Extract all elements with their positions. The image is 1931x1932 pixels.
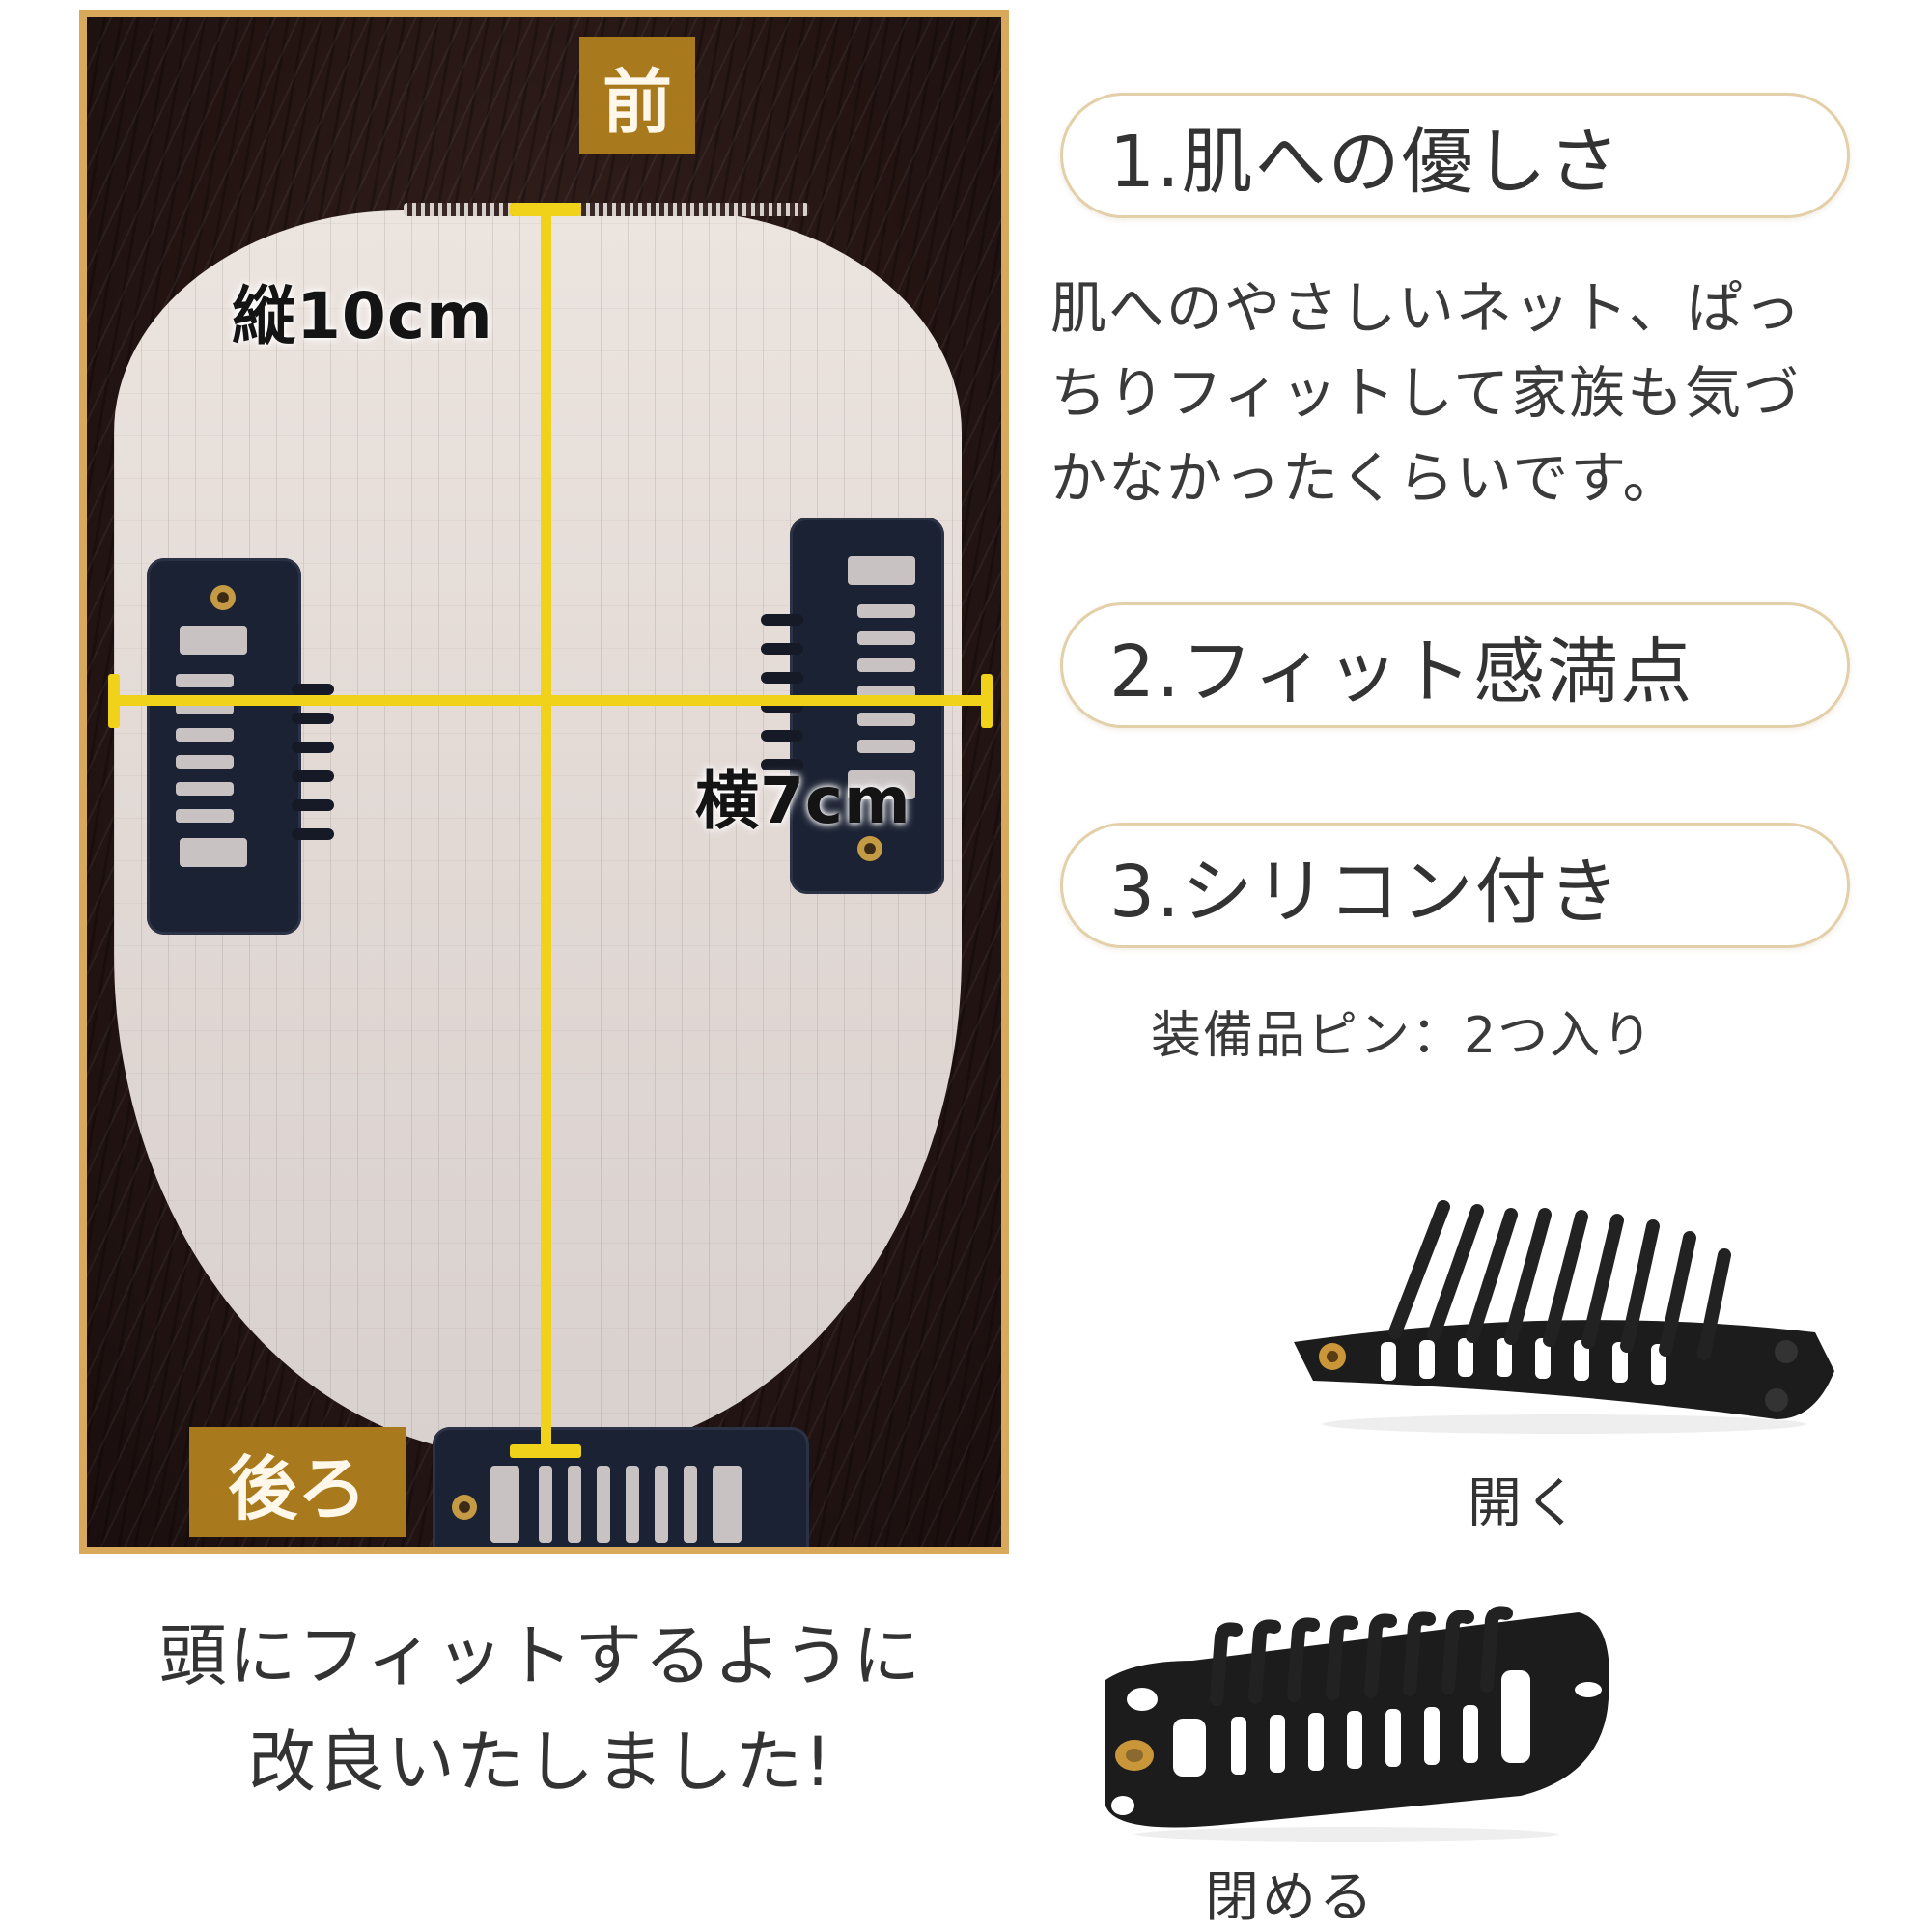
clip-grommet [210, 585, 236, 610]
width-label: 横7cm [695, 764, 911, 838]
closed-clip-label: 閉める [1205, 1866, 1376, 1929]
width-measure-cap-right [981, 674, 993, 728]
caption-line-2: 改良いたしました! [247, 1722, 834, 1802]
fit-caption: 頭にフィットするように 改良いたしました! [77, 1603, 1004, 1815]
feature-1-description: 肌へのやさしいネット、ぱっ ちりフィットして家族も気づ かなかったくらいです。 [1050, 266, 1881, 520]
caption-line-1: 頭にフィットするように [158, 1616, 923, 1695]
front-tag: 前 [579, 37, 695, 154]
width-measure-line [112, 695, 989, 706]
snap-clip-bottom [433, 1427, 809, 1547]
height-measure-line [541, 207, 551, 1448]
clip-grommet [452, 1495, 477, 1520]
clip-grommet [857, 836, 882, 861]
snap-clip-left [147, 558, 334, 935]
feature-pill-skin-friendly: 1.肌への優しさ [1060, 93, 1850, 218]
snap-clip-right [761, 518, 944, 894]
open-clip-label: 開く [1468, 1472, 1581, 1535]
height-measure-cap-bottom [510, 1444, 581, 1458]
width-measure-cap-left [108, 674, 120, 728]
height-measure-cap-top [510, 203, 581, 216]
description-line-2: ちりフィットして家族も気づ [1050, 360, 1802, 426]
feature-pill-fit: 2.フィット感満点 [1060, 602, 1850, 728]
wig-base-photo: 縦10cm 横7cm 前 後ろ [79, 10, 1009, 1554]
feature-pill-silicone: 3.シリコン付き [1060, 823, 1850, 948]
accessory-note: 装備品ピン：2つ入り [1151, 1007, 1655, 1065]
description-line-1: 肌へのやさしいネット、ぱっ [1050, 275, 1803, 341]
back-tag: 後ろ [189, 1427, 406, 1537]
height-label: 縦10cm [232, 279, 493, 353]
wig-base-net [114, 203, 962, 1547]
closed-clip-image [1105, 1606, 1609, 1842]
description-line-3: かなかったくらいです。 [1050, 445, 1681, 511]
open-clip-image [1294, 1200, 1834, 1434]
